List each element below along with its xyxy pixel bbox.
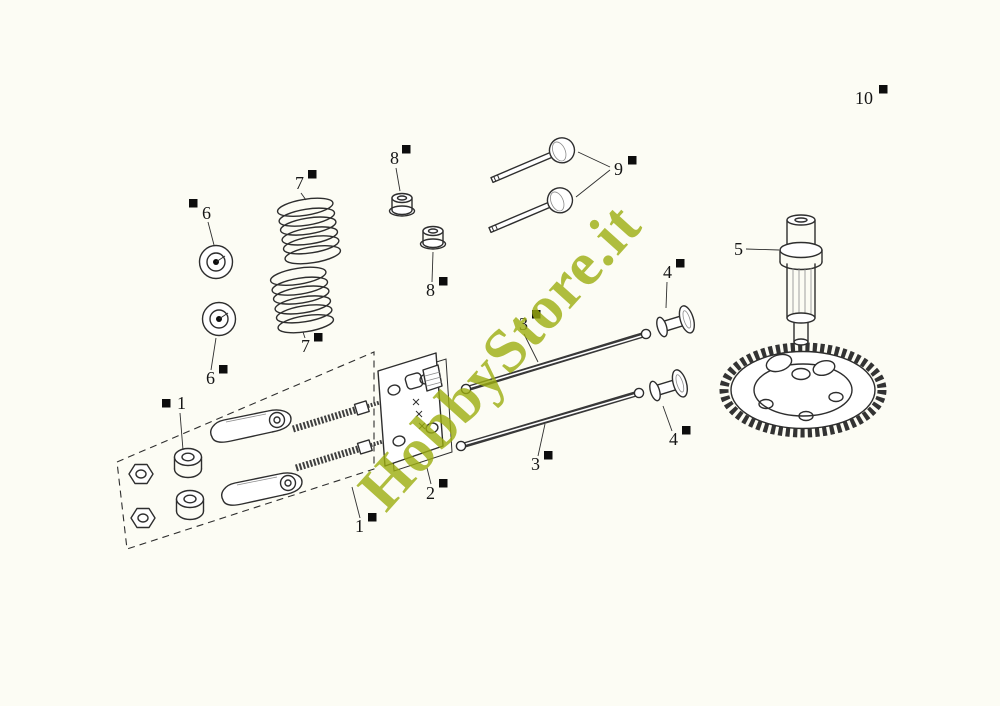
callout-8-lower: 8 bbox=[426, 251, 448, 300]
valve-2 bbox=[488, 187, 574, 234]
spring-retainer-2 bbox=[201, 301, 237, 337]
marker-square bbox=[402, 145, 411, 154]
leader-line bbox=[179, 412, 184, 451]
callouts: 1 1 2 3 3 4 4 bbox=[162, 85, 888, 536]
hex-nut-2 bbox=[130, 507, 156, 529]
callout-5: 5 bbox=[734, 239, 780, 259]
part-label: 8 bbox=[390, 148, 399, 168]
part-label: 4 bbox=[663, 262, 672, 282]
watermark: HobbyStore.it bbox=[346, 191, 655, 523]
marker-square bbox=[676, 259, 685, 268]
plate-clip bbox=[422, 364, 443, 392]
leader-line bbox=[207, 221, 215, 246]
part-label: 6 bbox=[206, 368, 215, 388]
part-label: 5 bbox=[734, 239, 743, 259]
part-label: 3 bbox=[519, 314, 528, 334]
leader-line bbox=[575, 169, 611, 198]
part-label: 6 bbox=[202, 203, 211, 223]
leader-line bbox=[537, 423, 546, 457]
callout-8-upper: 8 bbox=[390, 145, 411, 192]
part-label: 10 bbox=[855, 88, 873, 108]
part-label: 1 bbox=[177, 393, 186, 413]
part-label: 7 bbox=[301, 336, 310, 356]
callout-4-lower: 4 bbox=[662, 405, 691, 449]
valve-spring-1 bbox=[276, 197, 342, 265]
valve-spring-2 bbox=[269, 266, 335, 334]
hex-nut-1 bbox=[128, 463, 154, 485]
marker-square bbox=[368, 513, 377, 522]
spring-retainer-1 bbox=[198, 244, 234, 280]
leader-line bbox=[662, 405, 673, 432]
leader-line bbox=[351, 486, 361, 519]
leader-line bbox=[210, 337, 217, 371]
marker-square bbox=[682, 426, 691, 435]
callout-1-upper: 1 bbox=[162, 393, 186, 451]
callout-4-upper: 4 bbox=[663, 259, 685, 309]
part-label: 4 bbox=[669, 429, 678, 449]
callout-6-lower: 6 bbox=[206, 337, 228, 388]
part-label: 2 bbox=[426, 483, 435, 503]
rocker-arm-2 bbox=[221, 472, 303, 506]
callout-7-lower: 7 bbox=[301, 331, 323, 356]
part-label: 7 bbox=[295, 173, 304, 193]
leader-line bbox=[577, 151, 611, 168]
leader-line bbox=[431, 251, 434, 283]
callout-7-upper: 7 bbox=[295, 170, 317, 201]
marker-square bbox=[439, 277, 448, 286]
valve-stem-seal-2 bbox=[419, 225, 447, 250]
pivot-nut-2 bbox=[175, 489, 205, 521]
marker-square bbox=[628, 156, 637, 165]
callout-9: 9 bbox=[575, 151, 637, 198]
callout-6-upper: 6 bbox=[189, 199, 215, 246]
leader-line bbox=[745, 248, 780, 251]
pivot-nut-1 bbox=[173, 447, 203, 479]
marker-square bbox=[879, 85, 888, 94]
tappet-1 bbox=[656, 305, 696, 338]
marker-square bbox=[544, 451, 553, 460]
callout-3-lower: 3 bbox=[531, 423, 553, 474]
rocker-arm-assembly bbox=[116, 351, 383, 550]
marker-square bbox=[439, 479, 448, 488]
leader-line bbox=[523, 333, 539, 363]
part-label: 9 bbox=[614, 159, 623, 179]
camshaft-gear-assembly bbox=[719, 214, 887, 438]
camshaft-lifter bbox=[779, 214, 823, 346]
callout-1-lower: 1 bbox=[351, 486, 377, 536]
assembly-outline bbox=[116, 351, 375, 550]
callout-2: 2 bbox=[426, 467, 448, 503]
leader-line bbox=[426, 467, 432, 485]
marker-square bbox=[189, 199, 198, 208]
valve-1 bbox=[490, 137, 576, 184]
push-rod-2 bbox=[455, 387, 645, 452]
marker-square bbox=[162, 399, 171, 408]
leader-line bbox=[395, 167, 401, 192]
part-label: 1 bbox=[355, 516, 364, 536]
tappet-2 bbox=[649, 369, 689, 402]
leader-line bbox=[300, 192, 307, 201]
stud-2 bbox=[294, 439, 383, 472]
marker-square bbox=[314, 333, 323, 342]
leader-line bbox=[665, 281, 668, 309]
plate-x-marks bbox=[412, 398, 426, 430]
marker-square bbox=[308, 170, 317, 179]
cam-gear bbox=[719, 342, 887, 438]
part-label: 8 bbox=[426, 280, 435, 300]
valve-guide-plate bbox=[377, 352, 453, 472]
callout-3-upper: 3 bbox=[519, 310, 541, 363]
valve-stem-seal-1 bbox=[388, 192, 416, 217]
stud-1 bbox=[291, 400, 380, 433]
callout-10: 10 bbox=[855, 85, 888, 108]
leader-line bbox=[302, 331, 306, 339]
marker-square bbox=[532, 310, 541, 319]
rocker-arm-1 bbox=[210, 409, 292, 443]
marker-square bbox=[219, 365, 228, 374]
plate-main bbox=[377, 352, 444, 467]
part-label: 3 bbox=[531, 454, 540, 474]
push-rod-1 bbox=[460, 328, 652, 395]
